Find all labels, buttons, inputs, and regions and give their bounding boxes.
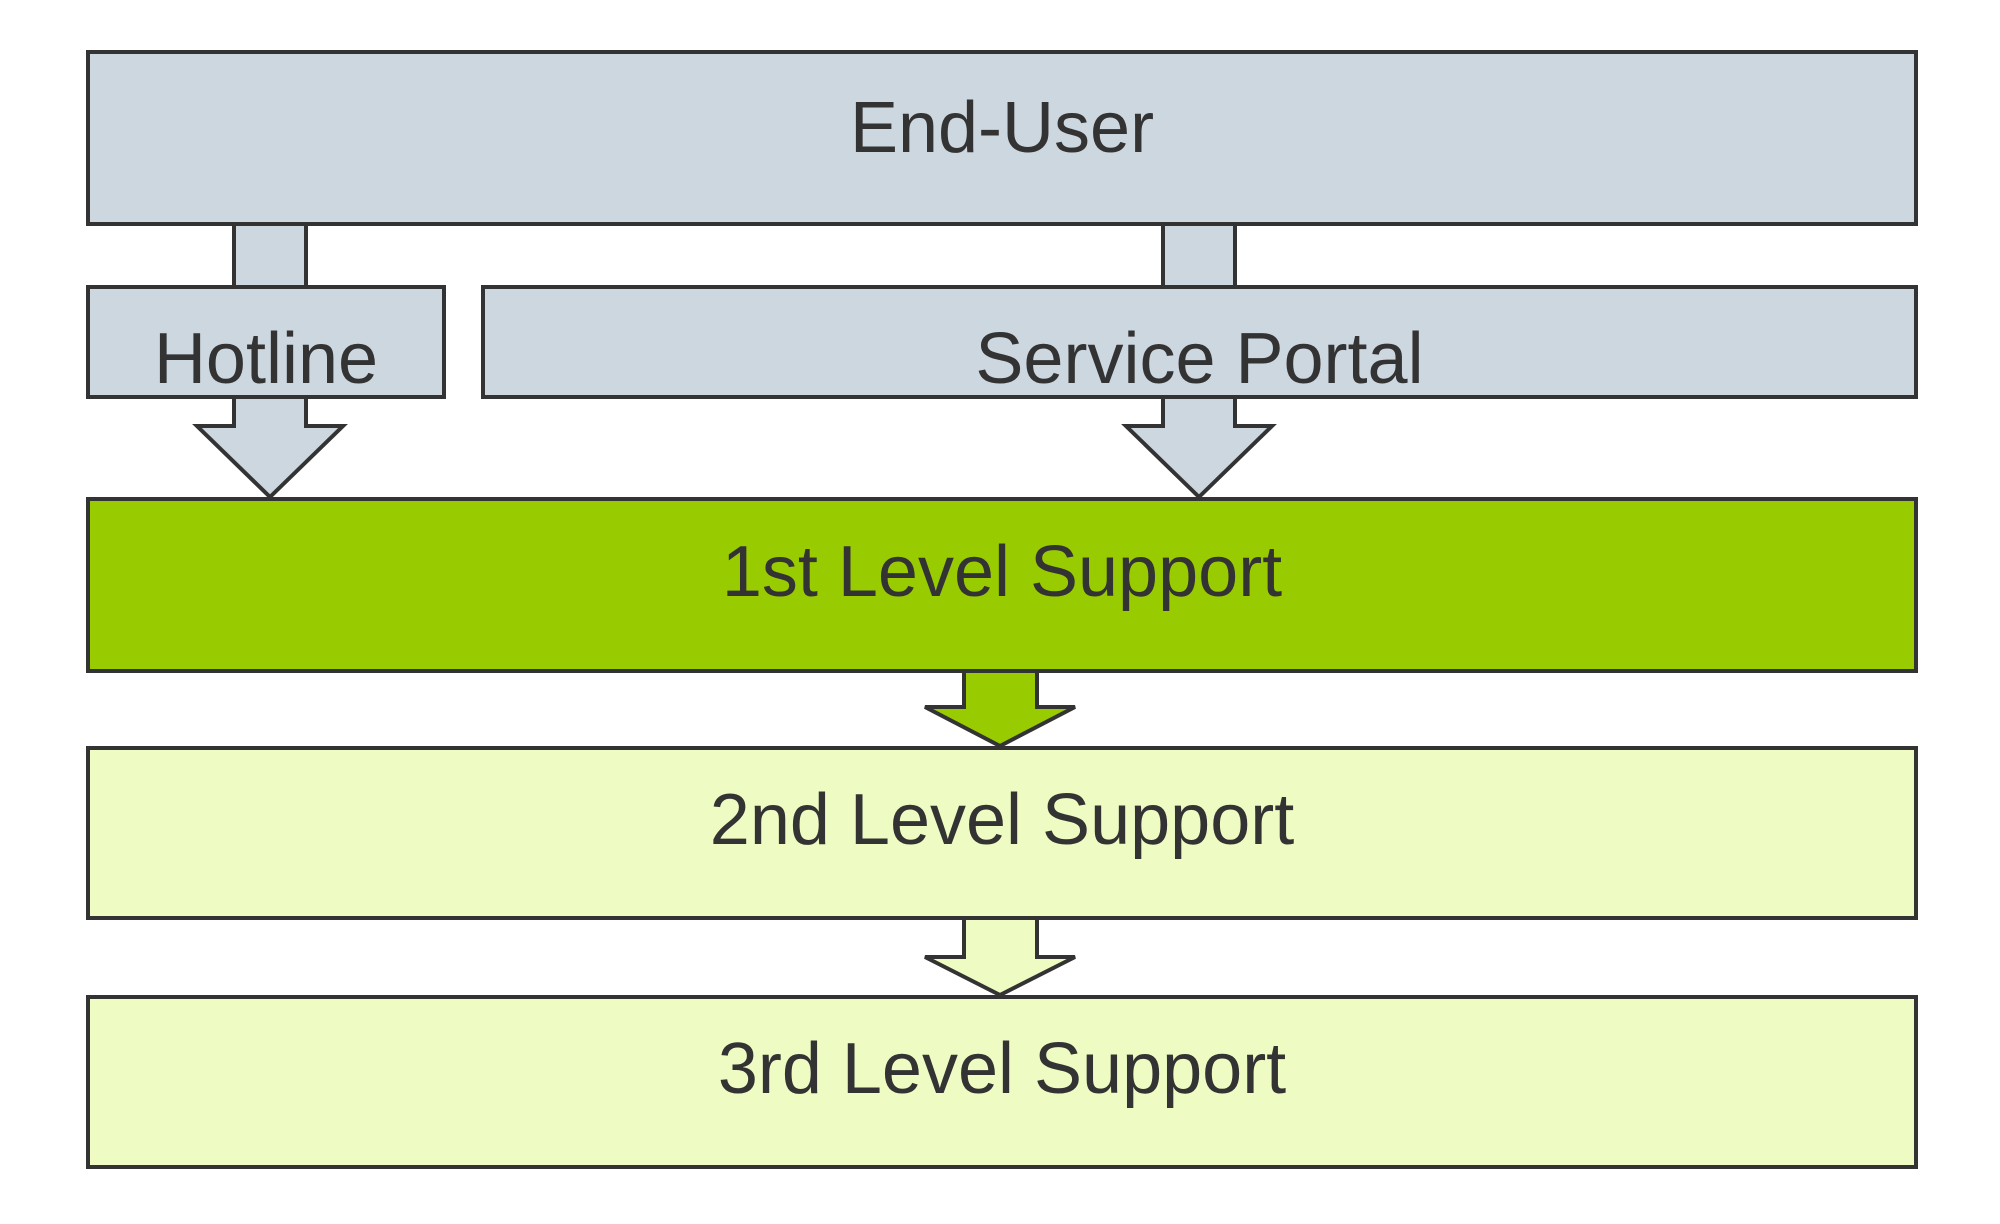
level2-support-box: 2nd Level Support [86,746,1918,920]
end-user-to-service-portal-connector [1161,222,1237,289]
level3-support-box: 3rd Level Support [86,995,1918,1169]
level2-support-label: 2nd Level Support [709,780,1295,860]
service-portal-to-level1-arrow [1121,395,1277,500]
service-portal-label: Service Portal [975,319,1424,399]
hotline-box: Hotline [86,285,446,399]
end-user-to-hotline-connector [232,222,308,289]
level1-support-box: 1st Level Support [86,497,1918,673]
hotline-to-level1-arrow [192,395,348,500]
hotline-label: Hotline [153,319,379,399]
service-portal-box: Service Portal [481,285,1918,399]
level3-support-label: 3rd Level Support [717,1029,1287,1109]
end-user-box: End-User [86,50,1918,226]
end-user-label: End-User [849,88,1155,168]
level1-to-level2-arrow [924,669,1076,749]
level1-support-label: 1st Level Support [721,532,1283,612]
level2-to-level3-arrow [924,916,1076,998]
